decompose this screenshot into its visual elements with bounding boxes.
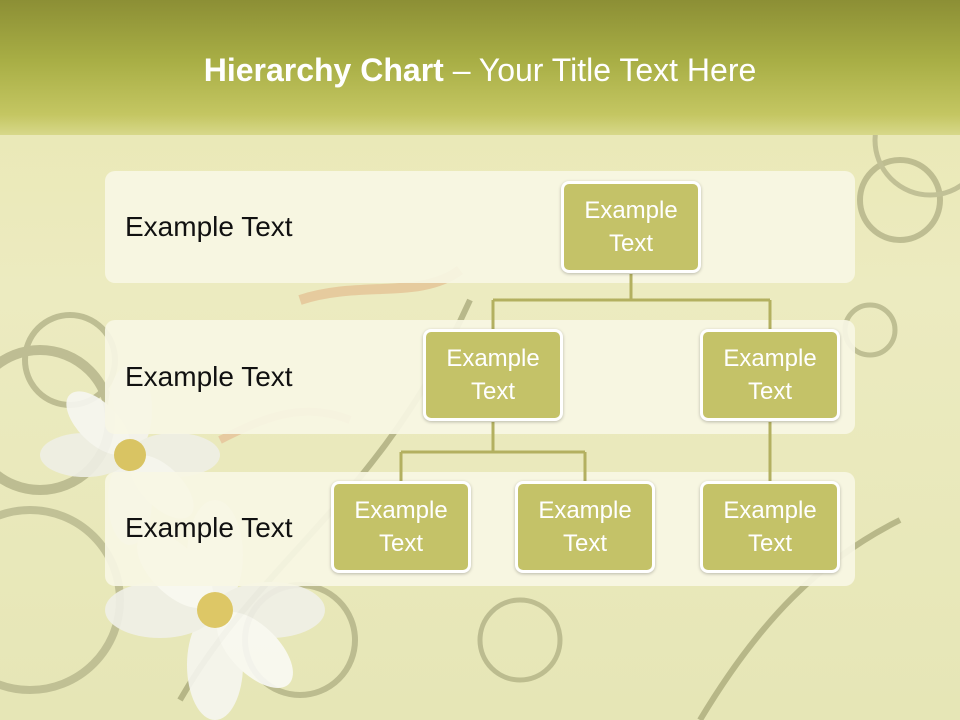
title-bold: Hierarchy Chart (203, 52, 444, 88)
title-separator: – (452, 52, 479, 88)
node-root-label: Example Text (584, 197, 678, 257)
level-row-1 (105, 171, 855, 283)
node-level2-right[interactable]: Example Text (700, 329, 840, 421)
row-label-1: Example Text (125, 211, 293, 242)
node-level3-b-label: Example Text (538, 497, 632, 557)
node-level3-b[interactable]: Example Text (515, 481, 655, 573)
title-bar (0, 0, 960, 135)
node-level2-right-label: Example Text (723, 345, 817, 405)
node-level3-c-label: Example Text (723, 497, 817, 557)
node-level3-c[interactable]: Example Text (700, 481, 840, 573)
node-level3-a-label: Example Text (354, 497, 448, 557)
node-level2-left[interactable]: Example Text (423, 329, 563, 421)
node-root[interactable]: Example Text (561, 181, 701, 273)
node-level3-a[interactable]: Example Text (331, 481, 471, 573)
row-label-2: Example Text (125, 361, 293, 392)
title-subtitle: Your Title Text Here (478, 52, 757, 88)
node-level2-left-label: Example Text (446, 345, 540, 405)
row-label-3: Example Text (125, 512, 293, 543)
page-title: Hierarchy Chart – Your Title Text Here (0, 52, 960, 89)
